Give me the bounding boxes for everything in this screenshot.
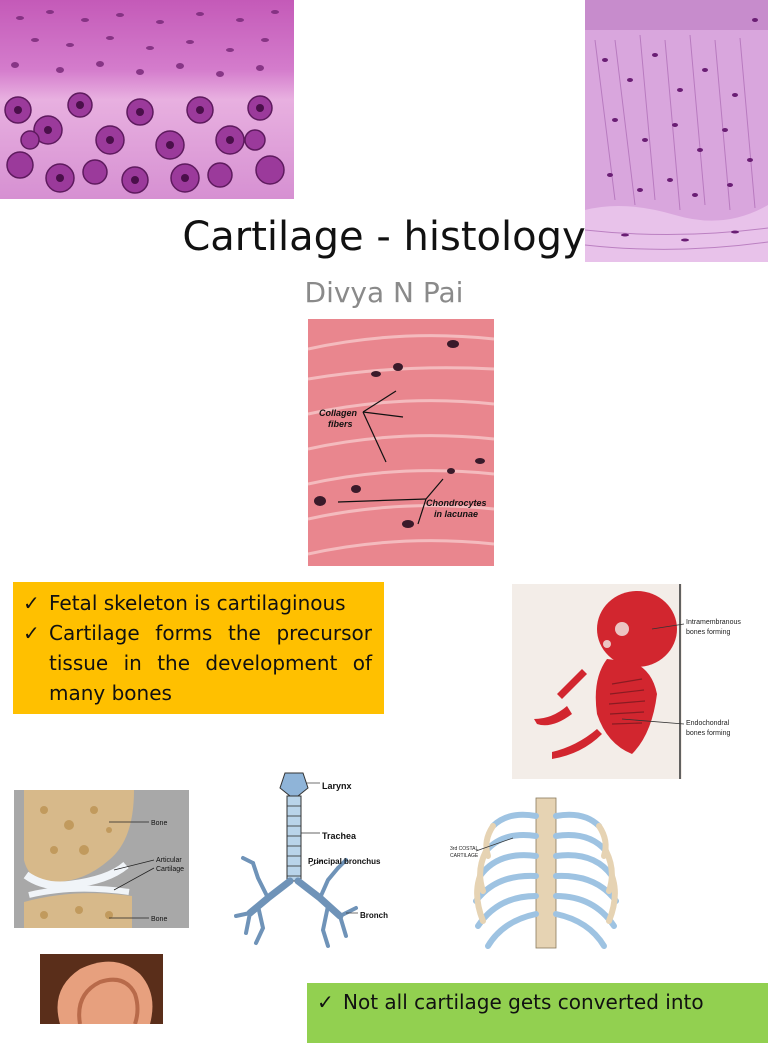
bullet-text: Fetal skeleton is cartilaginous [49,591,346,615]
chondrocytes-label-line2: in lacunae [434,509,478,519]
bullet-item: ✓ Cartilage forms the precursor tissue i… [23,618,372,708]
endochondral-label-line2: bones forming [686,730,730,737]
bone-top-label: Bone [151,820,167,827]
bullet-text: Cartilage forms the precursor tissue in … [49,621,372,705]
hyaline-cartilage-micrograph [0,0,294,199]
checkmark-icon: ✓ [23,591,40,615]
costal-label-line2: CARTILAGE [450,853,479,859]
bronchi-label: Bronchi [360,911,388,920]
bullet-text: Not all cartilage gets converted into [343,990,704,1014]
fetal-skeleton-box: ✓ Fetal skeleton is cartilaginous ✓ Cart… [13,582,384,714]
chondrocytes-label-line1: Chondrocytes [426,498,487,508]
fetal-skeleton-image: Intramembranous bones forming Endochondr… [512,584,741,779]
intramembranous-label-line2: bones forming [686,629,730,636]
checkmark-icon: ✓ [23,621,40,645]
ribcage-costal-cartilage-image: 3rd COSTAL CARTILAGE [450,797,619,949]
author-name: Divya N Pai [304,276,464,309]
ear-image [40,954,163,1024]
collagen-label-line1: Collagen [319,408,358,418]
collagen-fibers-micrograph: Collagen fibers Chondrocytes in lacunae [308,319,494,566]
intramembranous-label-line1: Intramembranous [686,619,741,626]
airway-diagram: Larynx Trachea Principal bronchus Bronch… [234,772,388,948]
bullet-item: ✓ Not all cartilage gets converted into [317,987,768,1017]
perichondrium-micrograph [585,0,768,262]
endochondral-label-line1: Endochondral [686,720,730,727]
bone-bottom-label: Bone [151,916,167,923]
bullet-item: ✓ Fetal skeleton is cartilaginous [23,588,372,618]
costal-label-line1: 3rd COSTAL [450,846,478,852]
trachea-label: Trachea [322,831,357,841]
checkmark-icon: ✓ [317,990,334,1014]
articular-cartilage-image: Bone Articular Cartilage Bone [14,790,189,928]
articular-label-line1: Articular [156,857,182,864]
cartilage-conversion-box: ✓ Not all cartilage gets converted into [307,983,768,1043]
articular-label-line2: Cartilage [156,866,184,873]
larynx-label: Larynx [322,781,352,791]
collagen-label-line2: fibers [328,419,353,429]
slide-title: Cartilage - histology [182,214,586,260]
principal-bronchus-label: Principal bronchus [308,857,381,866]
